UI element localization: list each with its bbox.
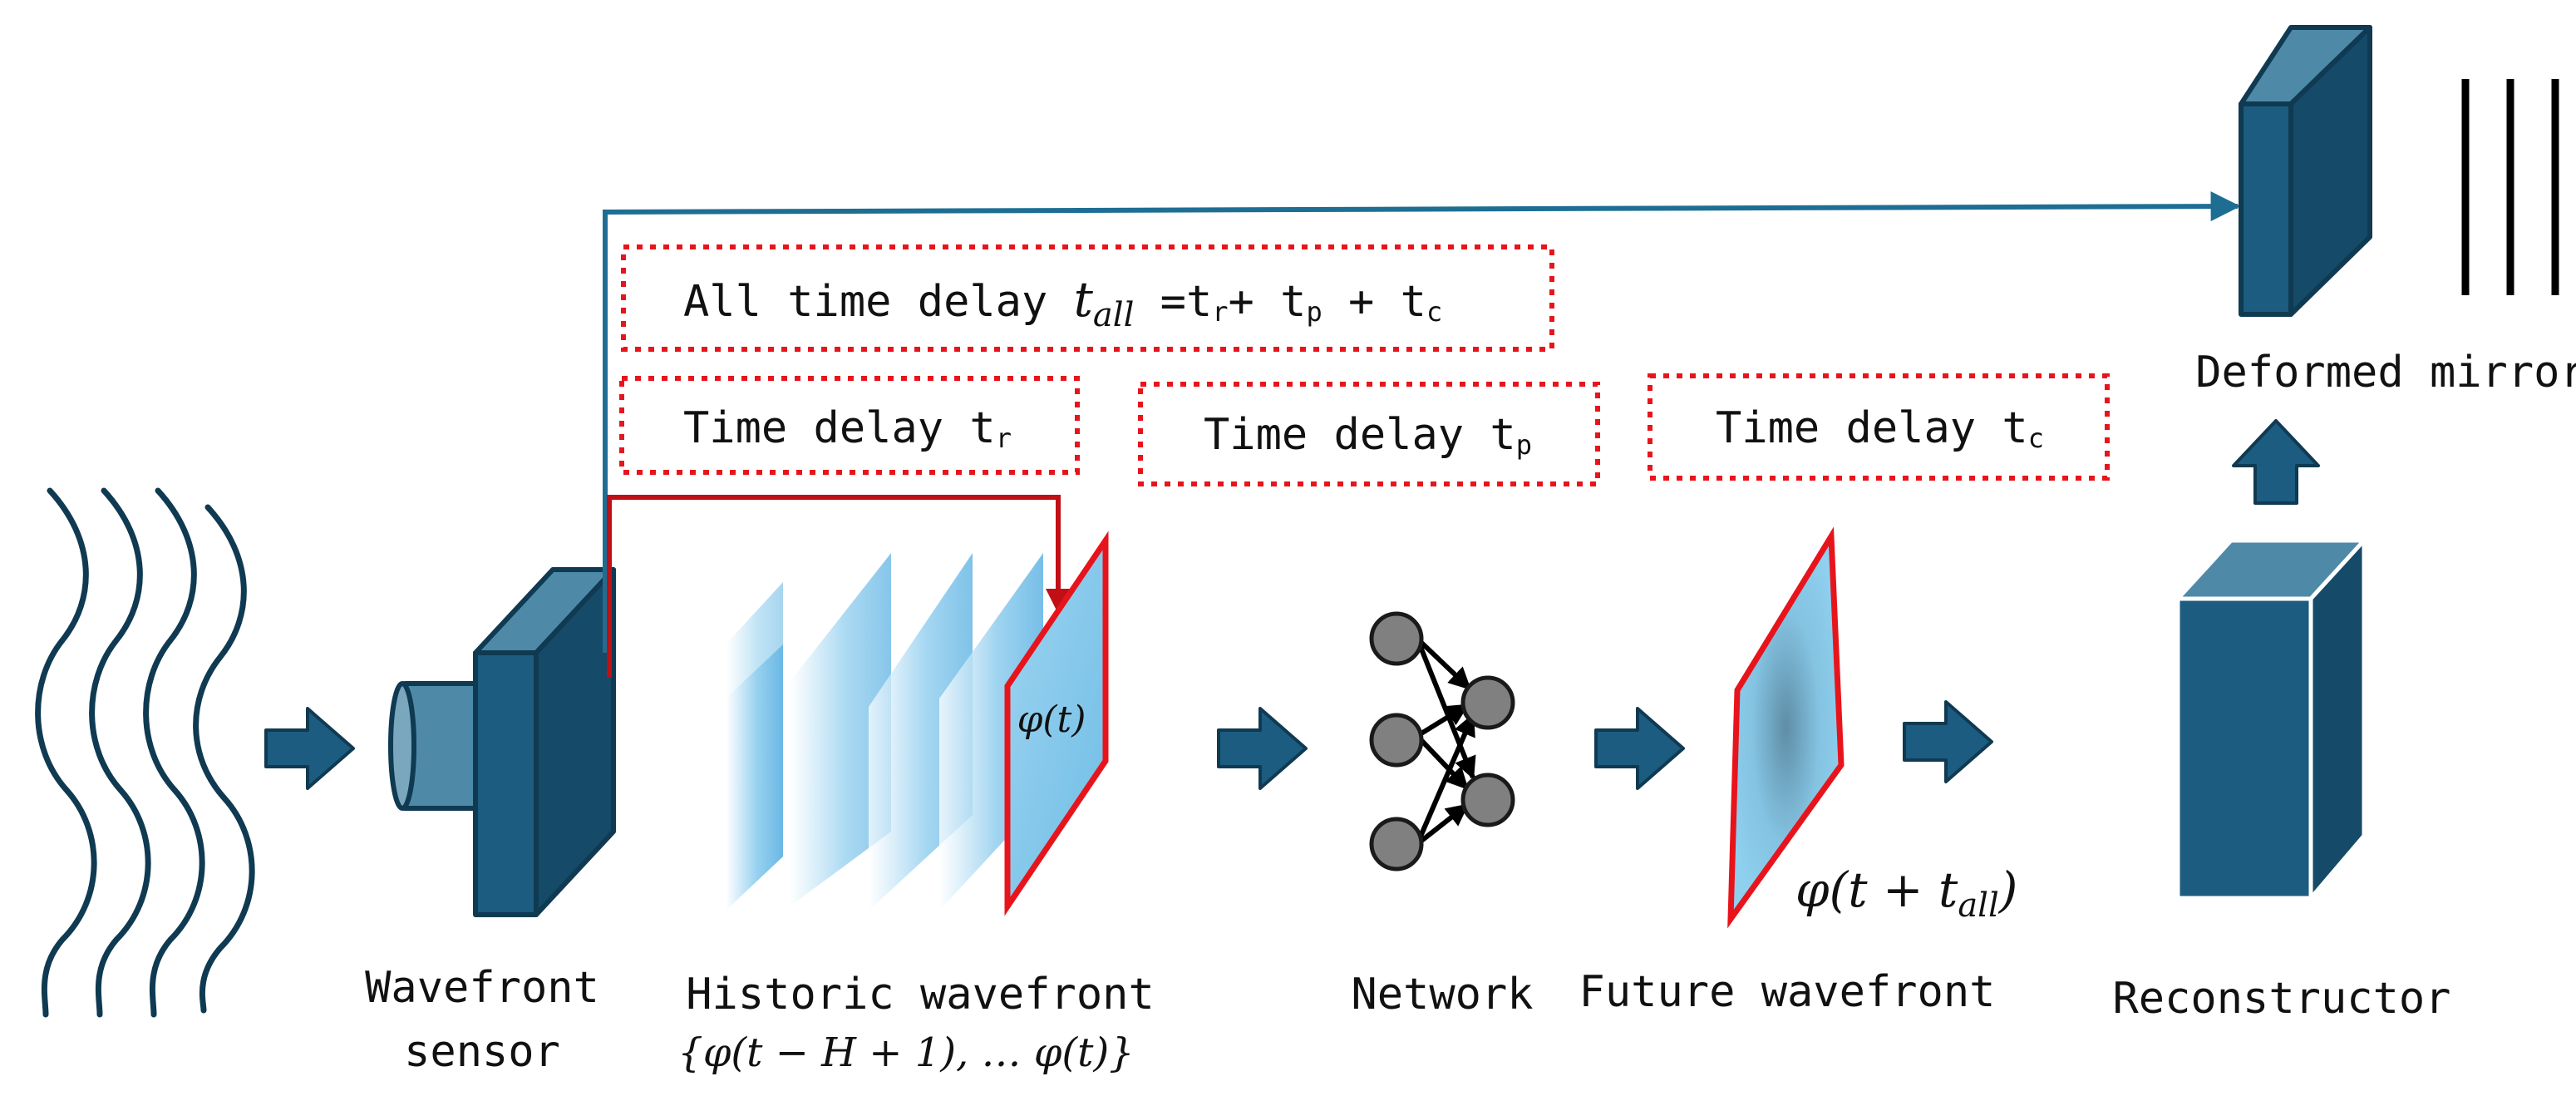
prediction-delay-text: Time delay tp (1204, 410, 1532, 461)
sensor-to-mirror-line (603, 191, 2241, 653)
future-phi-label: φ(t + tall) (1795, 862, 2017, 925)
readout-delay-text: Time delay tr (683, 403, 1012, 454)
corrected-wavefront-icon (2461, 79, 2559, 295)
all-delay-box: All time delay tall =tr+ tp + tc (621, 244, 1554, 352)
historic-label: Historic wavefront (686, 970, 1155, 1020)
network-node (1369, 713, 1424, 768)
mirror-label: Deformed mirror (2195, 348, 2576, 397)
future-wavefront-panel (1727, 526, 1845, 929)
network-node (1460, 675, 1515, 730)
neural-network-icon (1369, 611, 1515, 871)
network-label: Network (1351, 970, 1533, 1020)
prediction-delay-box: Time delay tp (1138, 382, 1600, 486)
current-wavefront-panel (1004, 531, 1109, 916)
correction-delay-text: Time delay tc (1716, 403, 2044, 454)
sensor-label-line1: Wavefront (365, 963, 599, 1013)
reconstructor-label: Reconstructor (2113, 974, 2451, 1024)
correction-delay-box: Time delay tc (1648, 373, 2110, 481)
reconstructor-block-icon (2175, 538, 2367, 901)
flow-arrow-3 (1594, 707, 1685, 790)
historic-wavefront-stack (726, 553, 1043, 911)
flow-arrow-1 (264, 707, 355, 790)
wavefront-sensor-camera-icon (388, 567, 616, 917)
readout-delay-path (607, 495, 1071, 678)
network-node (1369, 817, 1424, 871)
historic-panel (790, 553, 891, 906)
sensor-label-line2: sensor (404, 1027, 560, 1077)
deformable-mirror-icon (2239, 25, 2372, 317)
network-node (1460, 773, 1515, 827)
all-delay-text: All time delay tall =tr+ tp + tc (683, 271, 1442, 334)
flow-arrow-2 (1217, 707, 1308, 790)
network-node (1369, 611, 1424, 666)
readout-delay-box: Time delay tr (619, 376, 1080, 475)
flow-arrow-up (2232, 419, 2320, 505)
future-label: Future wavefront (1579, 967, 1996, 1017)
current-phi-label: φ(t) (1017, 699, 1086, 741)
historic-panel (726, 582, 783, 911)
historic-set-label: {φ(t − H + 1), … φ(t)} (677, 1029, 1134, 1076)
flow-arrow-4 (1903, 700, 1993, 783)
incoming-wavefront-icon (35, 487, 255, 1018)
